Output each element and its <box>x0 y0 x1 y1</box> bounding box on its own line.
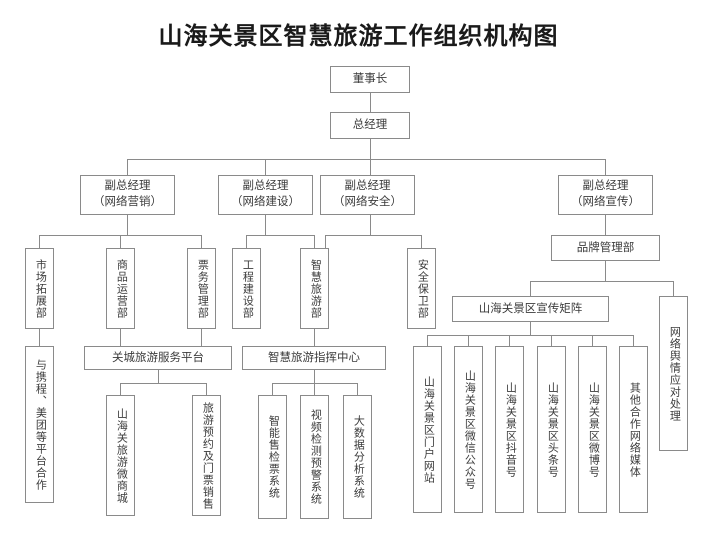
node-public-opinion[interactable]: 网络舆情应对处理 <box>659 296 688 451</box>
connector-construction-bus <box>246 235 314 236</box>
connector-weibo-drop <box>592 335 593 346</box>
connector-engineering-drop <box>246 235 247 248</box>
connector-marketing-down <box>127 215 128 235</box>
connector-security-down <box>370 215 371 235</box>
connector-ticket-sub <box>201 329 202 346</box>
connector-gm-down <box>370 139 371 159</box>
connector-matrix-drop <box>530 281 531 296</box>
connector-douyin-drop <box>509 335 510 346</box>
node-command-center[interactable]: 智慧旅游指挥中心 <box>242 346 386 370</box>
connector-smart-tourism-drop <box>314 235 315 248</box>
node-booking-ticketing[interactable]: 旅游预约及门票销售 <box>192 395 221 516</box>
connector-commodity-sub <box>120 329 121 346</box>
node-toutiao-account[interactable]: 山海关景区头条号 <box>537 346 566 513</box>
connector-mall-drop <box>120 383 121 395</box>
connector-security-bus <box>325 235 421 236</box>
node-bigdata-system[interactable]: 大数据分析系统 <box>343 395 372 519</box>
connector-bigdata-drop <box>357 383 358 395</box>
node-vp-marketing-line1: 副总经理 <box>104 180 151 193</box>
connector-other-media-drop <box>633 335 634 346</box>
node-vp-publicity[interactable]: 副总经理 （网络宣传） <box>558 175 653 215</box>
node-chairman[interactable]: 董事长 <box>330 66 410 93</box>
connector-chairman-gm <box>370 93 371 112</box>
connector-command-down <box>314 370 315 383</box>
connector-vp-bus <box>127 159 605 160</box>
node-brand-mgmt-dept[interactable]: 品牌管理部 <box>551 235 660 261</box>
node-shanhaiguan-mall[interactable]: 山海关旅游微商城 <box>106 395 135 516</box>
page-title: 山海关景区智慧旅游工作组织机构图 <box>158 24 559 50</box>
connector-security-left-drop <box>325 235 326 248</box>
node-video-alarm-system[interactable]: 视频检测预警系统 <box>300 395 329 519</box>
node-safety-guard-dept[interactable]: 安全保卫部 <box>407 248 436 329</box>
connector-brand-bus <box>530 281 673 282</box>
connector-vp-security-drop <box>370 159 371 175</box>
connector-vp-construction-drop <box>265 159 266 175</box>
node-general-manager[interactable]: 总经理 <box>330 112 410 139</box>
connector-construction-down <box>265 215 266 235</box>
connector-portal-drop <box>427 335 428 346</box>
node-vp-security-line2: （网络安全） <box>333 196 402 208</box>
connector-guancheng-down <box>158 370 159 383</box>
connector-smart-tourism-sub <box>314 329 315 346</box>
node-vp-marketing-line2: （网络营销） <box>93 196 162 208</box>
connector-matrix-down <box>530 322 531 335</box>
connector-safety-guard-drop <box>421 235 422 248</box>
node-weibo-account[interactable]: 山海关景区微博号 <box>578 346 607 513</box>
node-smart-tourism-dept[interactable]: 智慧旅游部 <box>300 248 329 329</box>
node-vp-security[interactable]: 副总经理 （网络安全） <box>320 175 415 215</box>
node-vp-construction-line2: （网络建设） <box>231 196 300 208</box>
node-smart-ticket-system[interactable]: 智能售检票系统 <box>258 395 287 519</box>
node-vp-security-line1: 副总经理 <box>344 180 391 193</box>
node-engineering-dept[interactable]: 工程建设部 <box>232 248 261 329</box>
connector-public-opinion-drop <box>673 281 674 296</box>
node-guancheng-platform[interactable]: 关城旅游服务平台 <box>84 346 232 370</box>
connector-publicity-brand <box>605 215 606 235</box>
connector-matrix-bus <box>427 335 633 336</box>
connector-wechat-drop <box>468 335 469 346</box>
connector-vp-publicity-drop <box>605 159 606 175</box>
connector-commodity-drop <box>120 235 121 248</box>
node-vp-construction[interactable]: 副总经理 （网络建设） <box>218 175 313 215</box>
connector-guancheng-bus <box>120 383 206 384</box>
node-portal-site[interactable]: 山海关景区门户网站 <box>413 346 442 513</box>
node-wechat-account[interactable]: 山海关景区微信公众号 <box>454 346 483 513</box>
node-market-dev-dept[interactable]: 市场拓展部 <box>25 248 54 329</box>
node-commodity-ops-dept[interactable]: 商品运营部 <box>106 248 135 329</box>
node-publicity-matrix[interactable]: 山海关景区宣传矩阵 <box>452 296 609 322</box>
connector-video-alarm-drop <box>314 383 315 395</box>
node-ticket-mgmt-dept[interactable]: 票务管理部 <box>187 248 216 329</box>
connector-smart-ticket-drop <box>272 383 273 395</box>
node-platform-cooperation[interactable]: 与携程、美团等平台合作 <box>25 346 54 503</box>
connector-toutiao-drop <box>551 335 552 346</box>
node-other-media[interactable]: 其他合作网络媒体 <box>619 346 648 513</box>
node-vp-publicity-line1: 副总经理 <box>582 180 629 193</box>
node-vp-construction-line1: 副总经理 <box>242 180 289 193</box>
connector-brand-down <box>605 261 606 281</box>
node-vp-publicity-line2: （网络宣传） <box>571 196 640 208</box>
node-douyin-account[interactable]: 山海关景区抖音号 <box>495 346 524 513</box>
connector-booking-drop <box>206 383 207 395</box>
connector-market-dev-drop <box>39 235 40 248</box>
connector-market-dev-sub <box>39 329 40 346</box>
node-vp-marketing[interactable]: 副总经理 （网络营销） <box>80 175 175 215</box>
connector-vp-marketing-drop <box>127 159 128 175</box>
connector-ticket-drop <box>201 235 202 248</box>
